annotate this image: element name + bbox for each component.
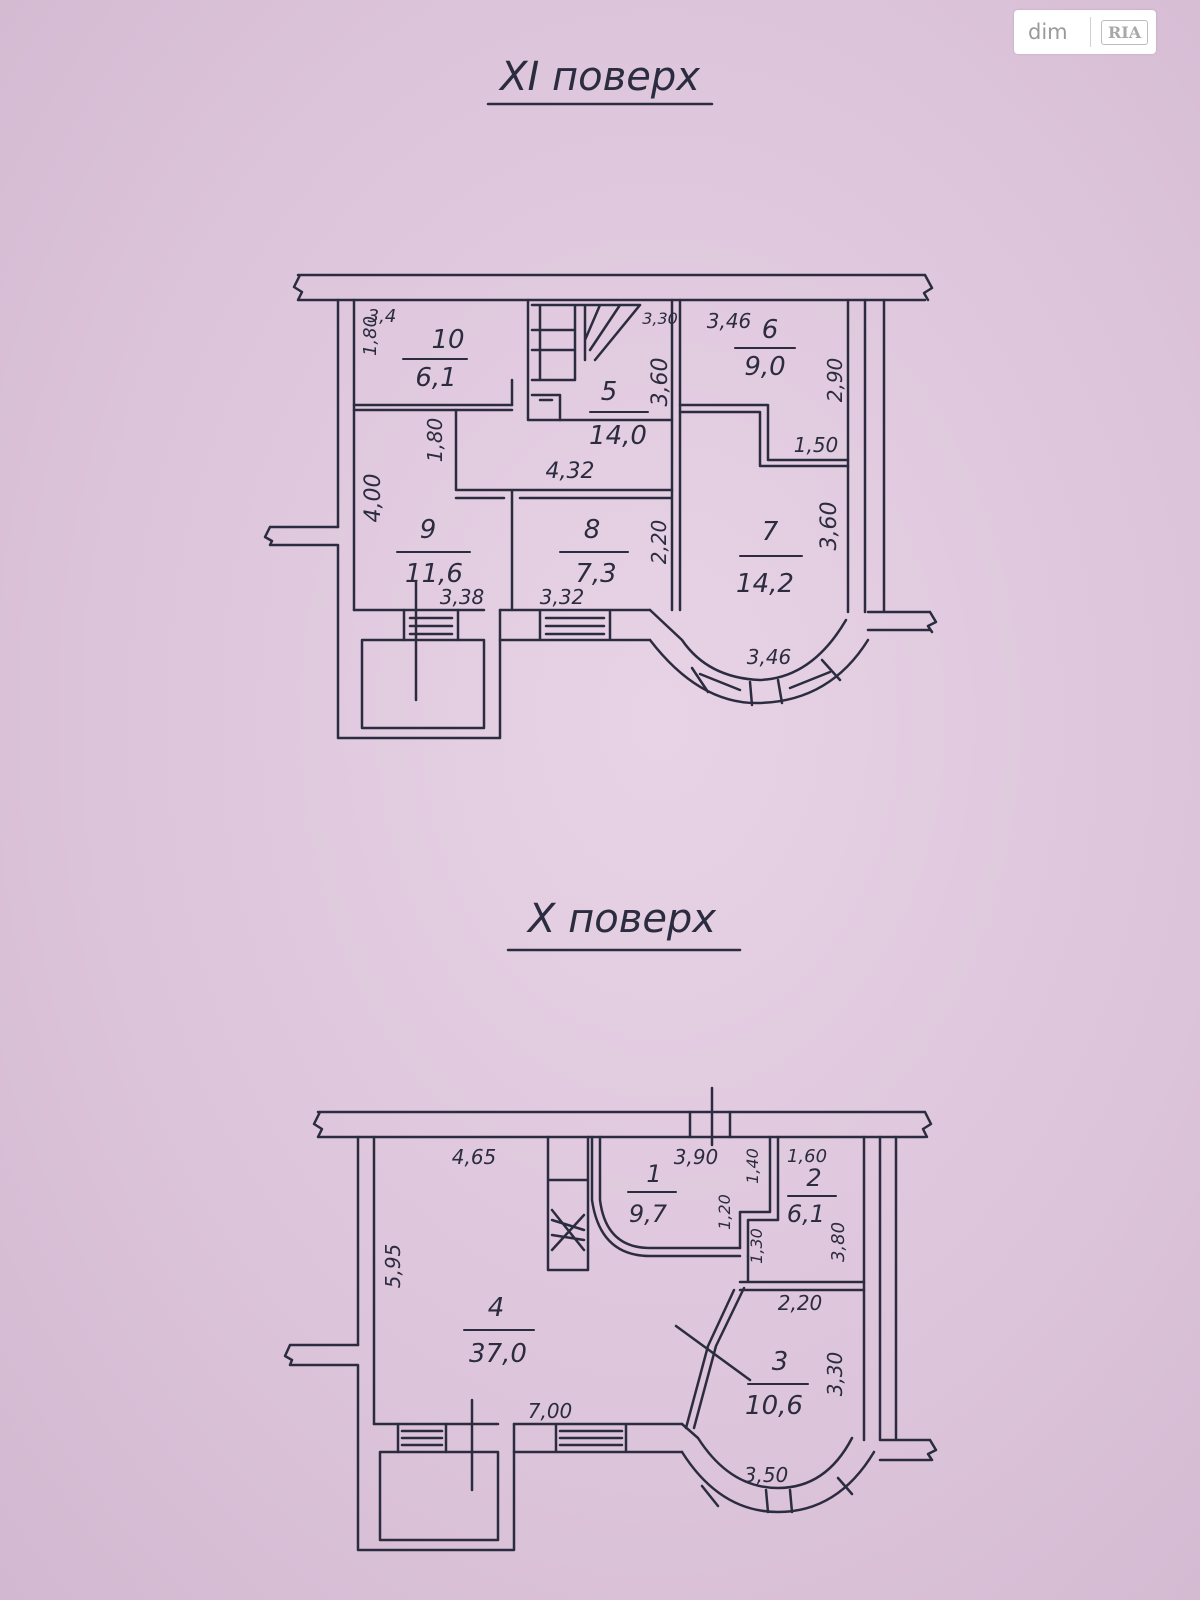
- floor-11-walls: [263, 273, 938, 740]
- floor-11-room-labels: 10 6,1 5 14,0 6 9,0 9 11,6 8: [396, 315, 803, 599]
- dim-1-40: 1,40: [743, 1148, 762, 1184]
- room-4: 4 37,0: [463, 1293, 535, 1369]
- room-2-area: 6,1: [787, 1200, 825, 1228]
- room-5-area: 14,0: [589, 421, 647, 451]
- room-9-number: 9: [420, 515, 437, 545]
- dim-2-90: 2,90: [823, 358, 847, 403]
- floor-10-dimensions: 4,65 3,90 1,40 1,60 1,20 1,30 3,80 5,95 …: [381, 1145, 849, 1487]
- dim-3-30: 3,30: [642, 309, 678, 328]
- dim-3-38: 3,38: [440, 585, 485, 609]
- dim-ria-watermark: dim RIA: [1014, 10, 1156, 54]
- room-1-area: 9,7: [629, 1200, 668, 1228]
- watermark-dim: dim: [1028, 20, 1068, 44]
- dim-1-30: 1,30: [747, 1228, 766, 1264]
- dim-5-95: 5,95: [381, 1244, 405, 1289]
- dim-4-00: 4,00: [361, 474, 386, 523]
- dim-3-46-bay: 3,46: [747, 645, 792, 669]
- room-6-area: 9,0: [744, 352, 785, 382]
- room-5: 5 14,0: [589, 377, 649, 451]
- dim-2-20-x: 2,20: [778, 1291, 823, 1315]
- room-2: 2 6,1: [787, 1164, 837, 1228]
- room-4-area: 37,0: [469, 1339, 527, 1369]
- watermark-divider: [1090, 17, 1091, 47]
- floor-10-title: X поверх: [526, 896, 716, 942]
- room-8-number: 8: [584, 515, 601, 545]
- room-6: 6 9,0: [734, 315, 796, 382]
- room-10-number: 10: [431, 325, 464, 355]
- floor-11-dimensions: 3,4 1,80 3,30 3,46 3,60 2,90 1,80 1,50 4…: [360, 306, 847, 669]
- room-9: 9 11,6: [396, 515, 471, 589]
- dim-3-30-x: 3,30: [823, 1352, 847, 1397]
- room-10: 10 6,1: [402, 325, 468, 393]
- dim-1-20: 1,20: [715, 1194, 734, 1230]
- dim-1-80-b: 1,80: [423, 418, 447, 463]
- room-3-number: 3: [772, 1347, 789, 1377]
- floor-11-plan: XI поверх: [263, 54, 938, 740]
- dim-2-20: 2,20: [647, 520, 671, 565]
- watermark-ria-logo: RIA: [1101, 19, 1149, 45]
- dim-3-46-top: 3,46: [707, 309, 752, 333]
- room-1: 1 9,7: [627, 1160, 677, 1228]
- room-10-area: 6,1: [415, 363, 456, 393]
- dim-1-60: 1,60: [787, 1146, 827, 1167]
- floor-11-title: XI поверх: [498, 54, 700, 100]
- room-3: 3 10,6: [745, 1347, 809, 1421]
- room-6-number: 6: [762, 315, 779, 345]
- dim-3-50: 3,50: [744, 1463, 789, 1487]
- dim-3-80: 3,80: [828, 1222, 849, 1262]
- dim-7-00: 7,00: [528, 1399, 573, 1423]
- dim-4-65: 4,65: [452, 1145, 497, 1169]
- room-7-number: 7: [762, 517, 779, 547]
- room-8: 8 7,3: [559, 515, 629, 589]
- dim-3-32: 3,32: [540, 585, 585, 609]
- dim-3-90: 3,90: [674, 1145, 719, 1169]
- dim-3-60-room7: 3,60: [817, 502, 842, 551]
- room-4-number: 4: [488, 1293, 505, 1323]
- room-3-area: 10,6: [745, 1391, 803, 1421]
- room-8-area: 7,3: [575, 559, 616, 589]
- room-1-number: 1: [646, 1160, 661, 1188]
- floor-10-plan: X поверх: [283, 896, 938, 1552]
- dim-4-32: 4,32: [546, 459, 595, 484]
- room-9-area: 11,6: [405, 559, 463, 589]
- dim-1-50: 1,50: [794, 433, 839, 457]
- room-5-number: 5: [601, 377, 618, 407]
- room-2-number: 2: [806, 1164, 821, 1192]
- room-7: 7 14,2: [736, 517, 803, 599]
- floor-10-walls: [283, 1086, 938, 1552]
- dim-1-80-a: 1,80: [360, 316, 381, 356]
- room-7-area: 14,2: [736, 569, 794, 599]
- dim-3-4: 3,4: [368, 306, 397, 327]
- dim-3-60-stair: 3,60: [648, 358, 673, 407]
- floor-10-room-labels: 1 9,7 2 6,1 4 37,0 3 10,6: [463, 1160, 837, 1421]
